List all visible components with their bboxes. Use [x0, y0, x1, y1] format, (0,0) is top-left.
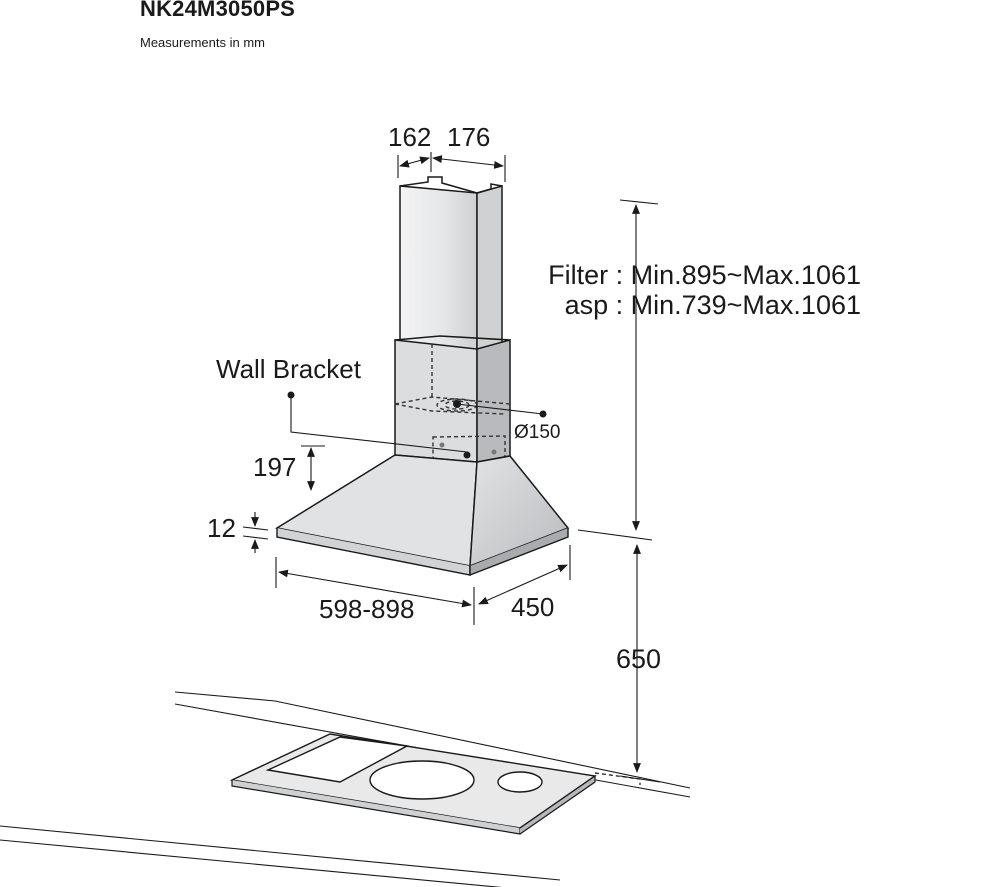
duct-diameter-callout: Ø150	[453, 400, 560, 443]
dim-hood-width: 598-898	[275, 557, 475, 625]
rim-thickness-label: 12	[207, 513, 236, 543]
bracket-offset-label: 197	[253, 452, 296, 482]
lower-chimney	[394, 335, 511, 463]
duct-diameter-label: Ø150	[514, 422, 560, 443]
wall-bracket-label: Wall Bracket	[216, 354, 362, 384]
clearance-label: 650	[616, 644, 661, 674]
model-title: NK24M3050PS	[140, 0, 296, 21]
chimney-depth-label: 162	[388, 122, 431, 152]
dim-chimney-top: 162 176	[388, 122, 506, 182]
worktop	[0, 691, 691, 887]
upper-chimney	[399, 176, 503, 353]
height-asp-label: asp : Min.739~Max.1061	[565, 290, 861, 320]
hood-depth-label: 450	[511, 592, 554, 622]
dim-rim-thickness: 12	[207, 512, 269, 553]
dim-hood-depth: 450	[478, 545, 571, 622]
dim-total-height: Filter : Min.895~Max.1061 asp : Min.739~…	[548, 199, 861, 541]
dim-bracket-offset: 197	[253, 445, 325, 491]
dim-clearance: 650	[616, 544, 661, 783]
canopy	[274, 454, 570, 577]
hood-width-label: 598-898	[319, 594, 414, 624]
height-filter-label: Filter : Min.895~Max.1061	[548, 260, 861, 290]
wall-bracket-callout: Wall Bracket	[216, 354, 471, 459]
chimney-width-label: 176	[447, 122, 490, 152]
hob	[229, 733, 597, 835]
units-note: Measurements in mm	[140, 35, 265, 50]
